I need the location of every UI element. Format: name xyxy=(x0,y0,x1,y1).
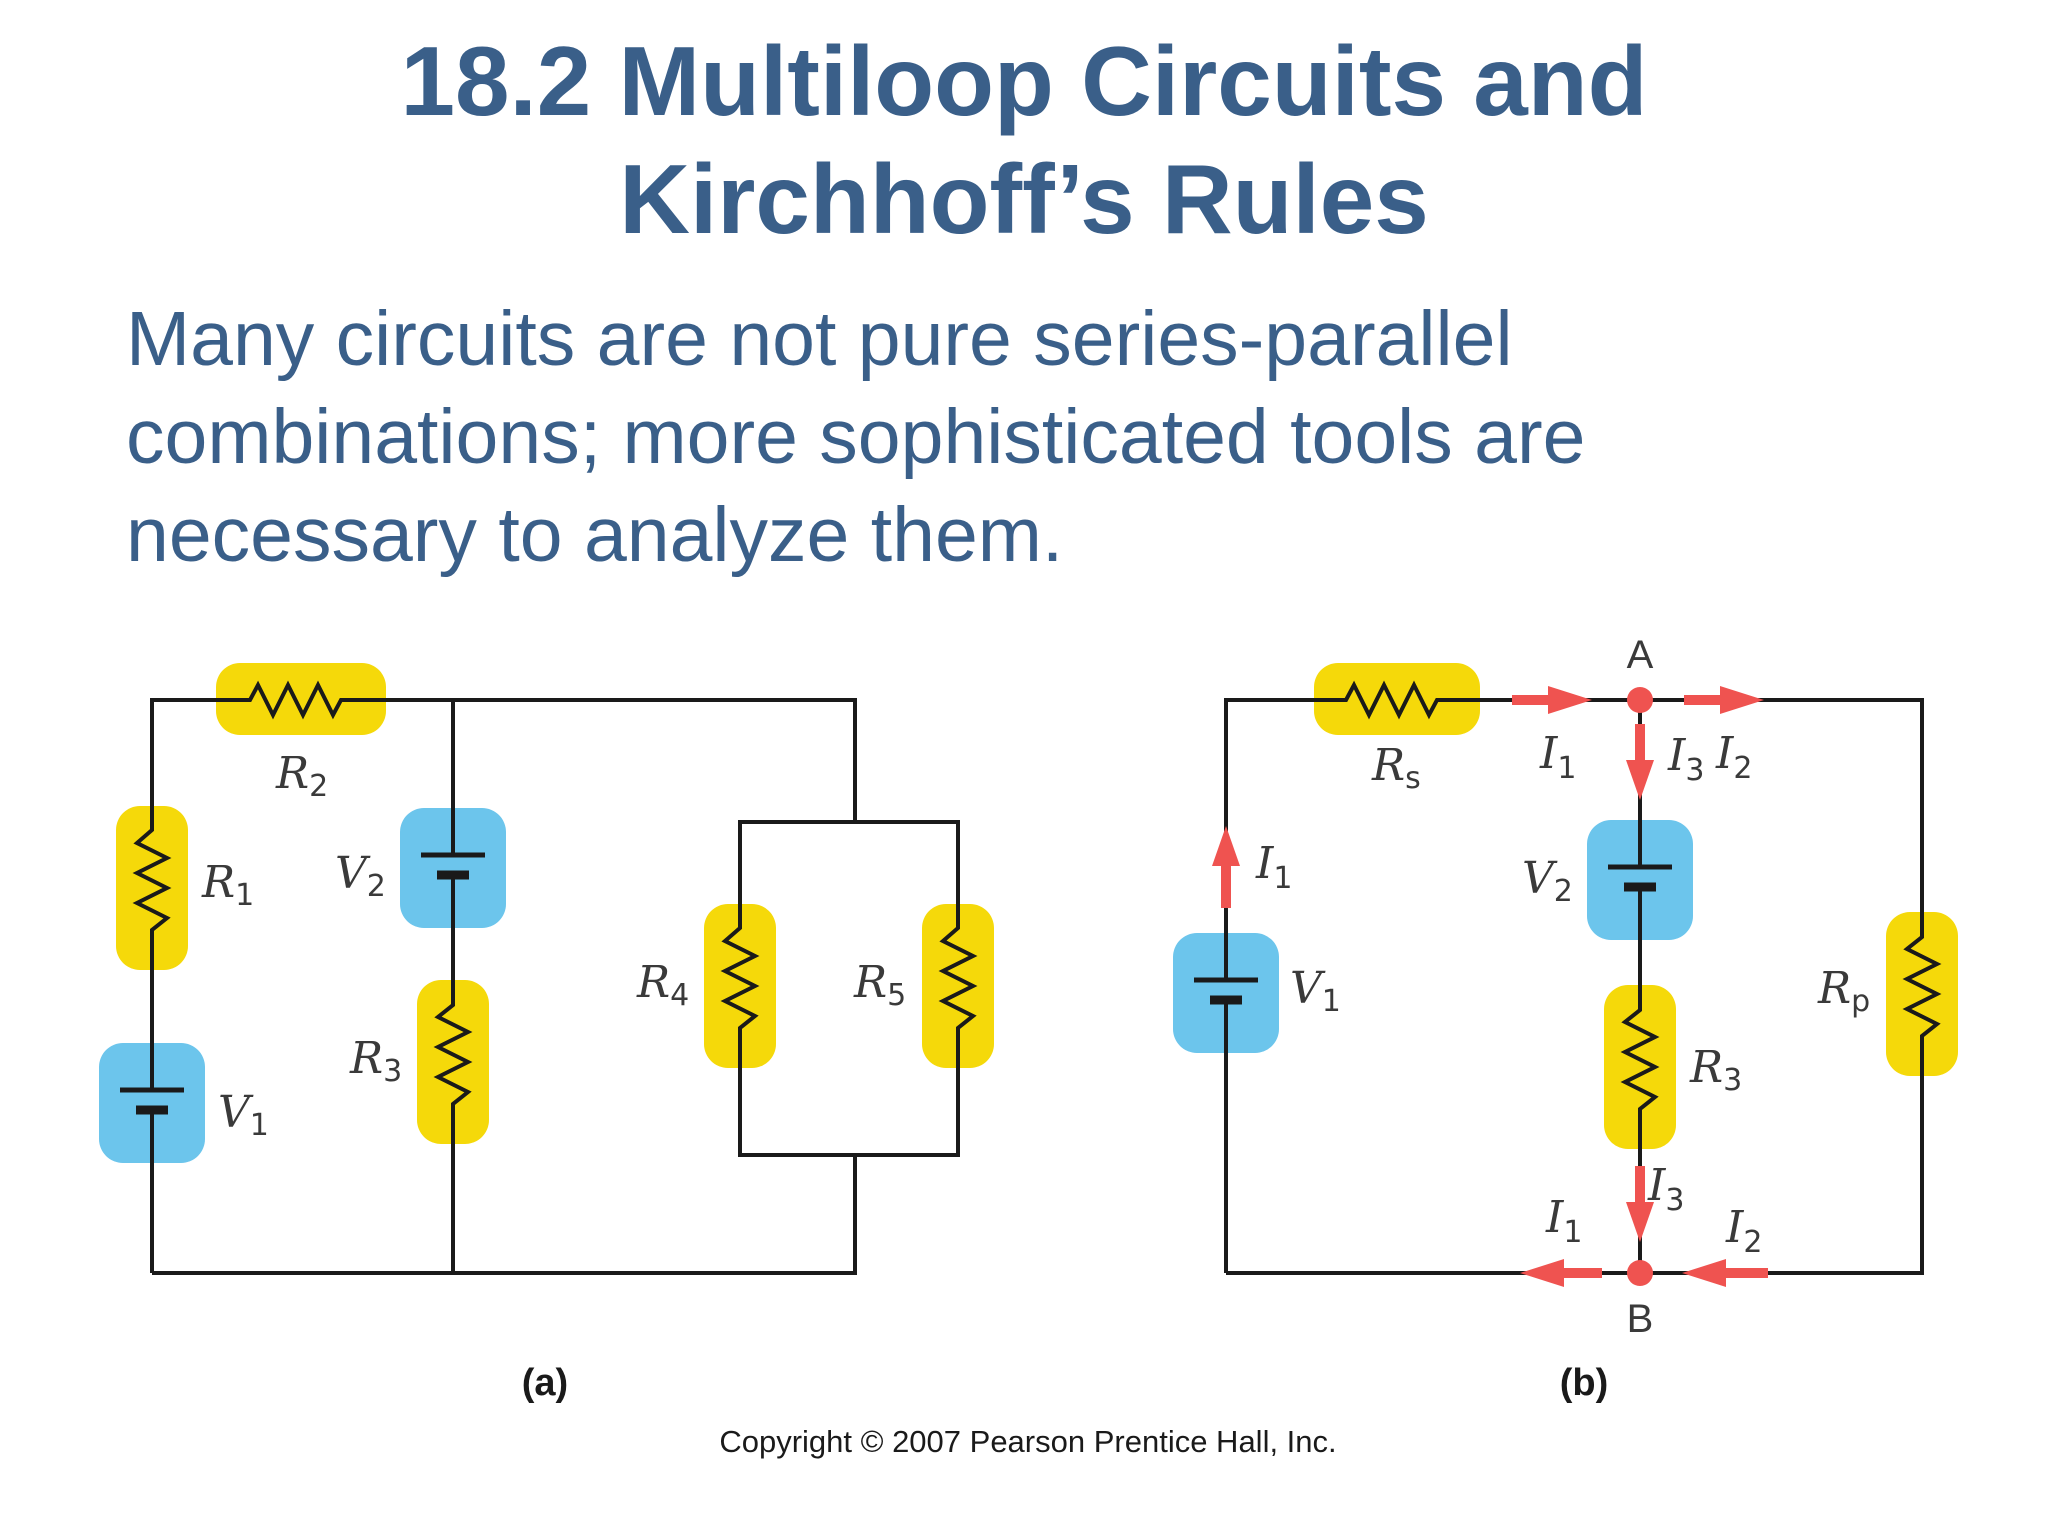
body-line-2: combinations; more sophisticated tools a… xyxy=(126,394,1586,480)
current-arrows xyxy=(1212,686,1768,1287)
label-r2: R2 xyxy=(275,748,328,804)
battery-v1 xyxy=(1173,933,1279,1053)
label-v2: V2 xyxy=(1522,853,1573,909)
battery-v2 xyxy=(1587,820,1693,940)
label-current-i1-top: I1 xyxy=(1539,728,1576,786)
caption-b: (b) xyxy=(1560,1362,1609,1404)
copyright-text: Copyright © 2007 Pearson Prentice Hall, … xyxy=(719,1424,1336,1459)
body-line-3: necessary to analyze them. xyxy=(126,492,1064,578)
label-v1: V1 xyxy=(1290,963,1341,1019)
label-current-i2-bottom: I2 xyxy=(1725,1202,1762,1260)
junction-b xyxy=(1627,1260,1653,1286)
label-current-i3-bottom: I3 xyxy=(1647,1160,1684,1218)
title-line-2: Kirchhoff’s Rules xyxy=(619,144,1429,254)
resistor-rp xyxy=(1886,912,1958,1076)
label-current-i1-left: I1 xyxy=(1255,838,1292,896)
battery-v1 xyxy=(99,1043,205,1163)
label-r1: R1 xyxy=(201,857,254,913)
node-label-b: B xyxy=(1627,1297,1654,1341)
label-current-i2-top: I2 xyxy=(1715,728,1752,786)
node-label-a: A xyxy=(1627,633,1654,677)
battery-v2 xyxy=(400,808,506,928)
circuit-a: R2 R1 V2 R3 V1 R4 R5 (a) xyxy=(99,663,994,1404)
label-r4: R4 xyxy=(636,957,689,1013)
junction-a xyxy=(1627,687,1653,713)
resistor-r3 xyxy=(1604,985,1676,1149)
resistor-r3 xyxy=(417,980,489,1144)
resistor-rs xyxy=(1314,663,1480,735)
label-v2: V2 xyxy=(335,848,386,904)
body-line-1: Many circuits are not pure series-parall… xyxy=(126,296,1513,382)
resistor-r4 xyxy=(704,904,776,1068)
label-r5: R5 xyxy=(853,957,906,1013)
label-v1: V1 xyxy=(218,1087,269,1143)
title-line-1: 18.2 Multiloop Circuits and xyxy=(400,26,1648,136)
resistor-r1 xyxy=(116,806,188,970)
resistor-r2 xyxy=(216,663,386,735)
slide-body-text: Many circuits are not pure series-parall… xyxy=(126,290,1976,584)
label-r3: R3 xyxy=(1689,1042,1742,1098)
label-current-i3-top: I3 xyxy=(1667,730,1704,788)
label-rs: Rs xyxy=(1371,740,1421,796)
label-current-i1-bottom: I1 xyxy=(1545,1192,1582,1250)
caption-a: (a) xyxy=(522,1362,568,1404)
label-rp: Rp xyxy=(1817,963,1870,1019)
circuit-b: A B Rs V2 V1 R3 Rp I1 I3 I2 I1 I3 I1 I2 … xyxy=(1173,633,1958,1404)
slide-title: 18.2 Multiloop Circuits and Kirchhoff’s … xyxy=(0,22,2048,258)
label-r3: R3 xyxy=(349,1033,402,1089)
resistor-r5 xyxy=(922,904,994,1068)
